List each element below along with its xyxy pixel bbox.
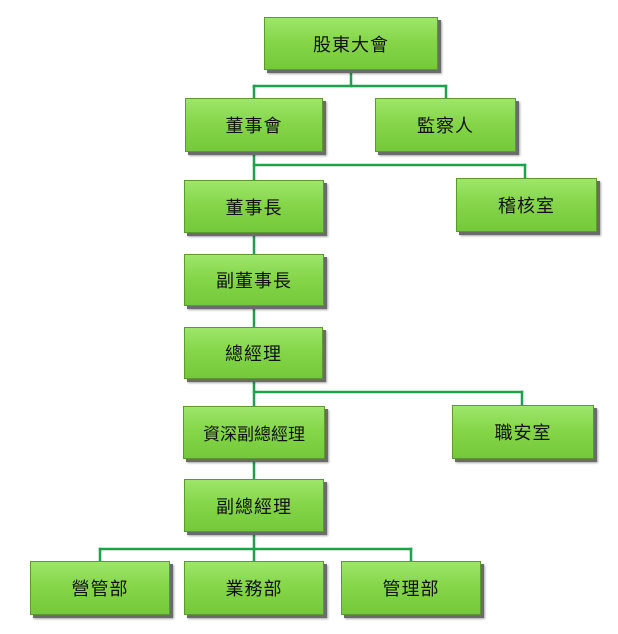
node-board-of-directors: 董事會 xyxy=(185,98,323,152)
node-management-dept: 管理部 xyxy=(341,561,481,615)
node-safety-office: 職安室 xyxy=(452,405,594,459)
node-audit-office: 稽核室 xyxy=(456,178,597,232)
node-business-dept: 業務部 xyxy=(184,561,324,615)
node-shareholders-meeting: 股東大會 xyxy=(264,17,438,70)
node-vice-president: 副總經理 xyxy=(184,479,324,532)
node-vice-chairman: 副董事長 xyxy=(184,254,324,306)
node-operations-dept: 營管部 xyxy=(30,561,170,615)
node-supervisors: 監察人 xyxy=(375,98,516,152)
node-chairman: 董事長 xyxy=(184,180,324,233)
node-senior-vice-president: 資深副總經理 xyxy=(183,406,325,459)
node-general-manager: 總經理 xyxy=(184,327,323,379)
